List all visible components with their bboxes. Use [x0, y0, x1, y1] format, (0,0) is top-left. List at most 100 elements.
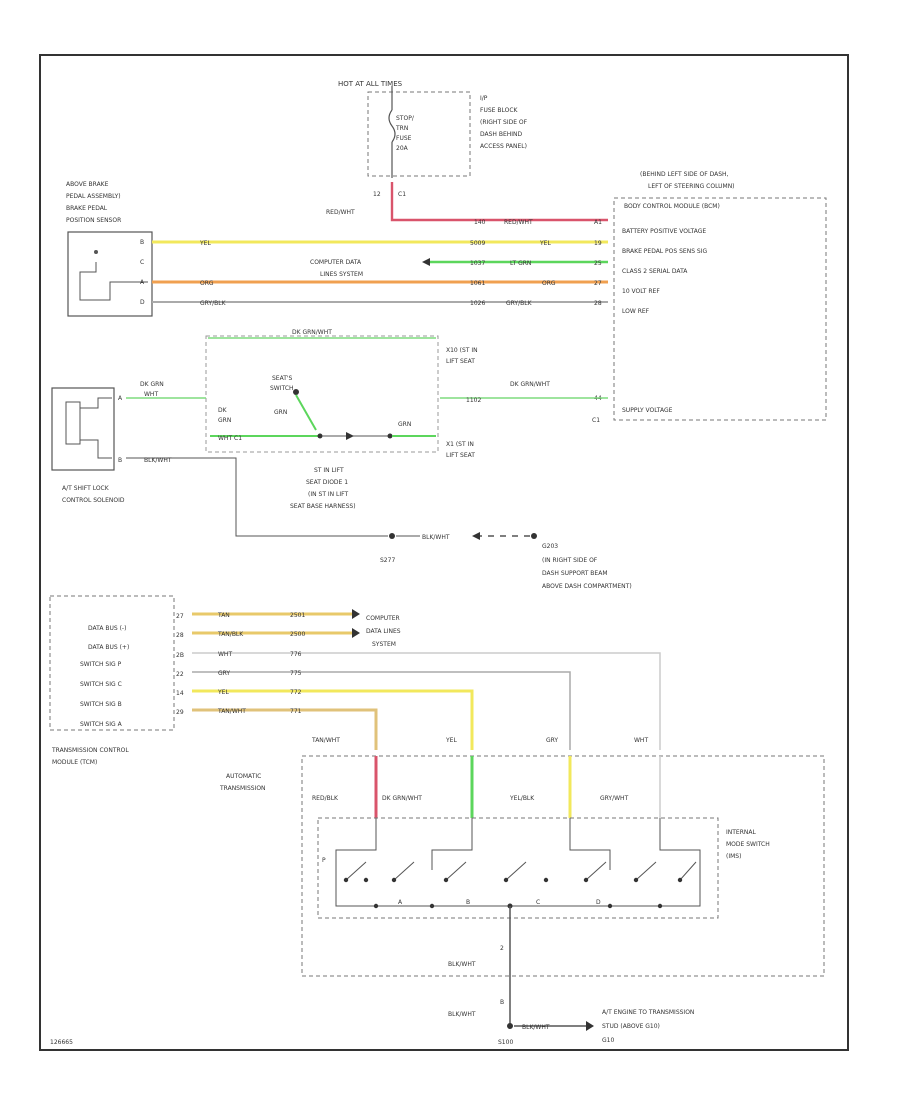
brake-title-line-1: ABOVE BRAKE: [66, 181, 109, 188]
tcm-wire-color-4: YEL: [217, 689, 229, 696]
tcm-circuit-num-2: 776: [290, 651, 302, 658]
bcm-circuit-low-ref: LOW REF: [622, 308, 650, 315]
bcm-supply-conn: C1: [592, 417, 600, 424]
ground-point-icon: [531, 533, 537, 539]
ims-switch-1: [345, 861, 367, 881]
org-label-left: ORG: [200, 280, 214, 287]
dk-grn-wht-top-label: DK GRN/WHT: [292, 329, 332, 336]
red-wht-right-label: RED/WHT: [504, 219, 533, 226]
splice-s277: S277: [380, 557, 395, 564]
solenoid-blk-wht-label: BLK/WHT: [144, 457, 172, 464]
tcm-pin-0: 27: [176, 613, 184, 620]
seat-harness-outline: [205, 335, 439, 453]
seat-switch-section: DK GRN/WHT SEAT'S SWITCH GRN DK GRN WHT …: [205, 329, 608, 510]
seat-desc-line-4: SEAT BASE HARNESS): [290, 503, 356, 510]
fuse-pin: 12: [373, 191, 381, 198]
brake-title-line-4: POSITION SENSOR: [66, 217, 121, 224]
wht-wire-line: [192, 652, 661, 750]
ims-switch-2: [393, 861, 415, 881]
yel-circuit: 5009: [470, 240, 485, 247]
solenoid-lead-1: [80, 397, 112, 409]
trans-title-2: TRANSMISSION: [219, 785, 266, 792]
transmission-control-module: DATA BUS (-) DATA BUS (+) SWITCH SIG P S…: [49, 595, 184, 766]
fuse-block: HOT AT ALL TIMES STOP/ TRN FUSE 20A I/P …: [338, 80, 528, 198]
ims-letter-a: A: [398, 899, 403, 906]
seat-left-label-2: GRN: [218, 417, 231, 424]
seat-contact-2-icon: [387, 433, 393, 439]
tcm-circuit-0: DATA BUS (-): [88, 625, 126, 632]
seat-switch-pivot-icon: [293, 389, 299, 395]
tcm-pin-2: 2B: [176, 652, 184, 659]
ims-switch-6: [635, 861, 657, 881]
tcm-circuit-num-5: 771: [290, 708, 302, 715]
body-control-module: (BEHIND LEFT SIDE OF DASH, LEFT OF STEER…: [592, 171, 827, 424]
seat-contact-1-icon: [317, 433, 323, 439]
tcm-circuit-num-4: 772: [290, 689, 302, 696]
ims-contact-icon: [373, 903, 379, 909]
ims-contact-icon: [503, 877, 509, 883]
brake-pin-a: A: [140, 279, 145, 286]
ground-location-2: DASH SUPPORT BEAM: [542, 570, 608, 577]
ims-switch-4: [505, 861, 527, 881]
brake-sensor-element-icon: [79, 262, 148, 301]
brake-title-line-2: PEDAL ASSEMBLY): [66, 193, 121, 200]
tan-blk-arrow-icon: [352, 628, 360, 638]
seat-desc-line-3: (IN ST IN LIFT: [308, 491, 349, 498]
trans-ground-wire-label: BLK/WHT: [448, 961, 476, 968]
fuse-block-outline: [367, 91, 471, 177]
g10-name: G10: [602, 1037, 614, 1044]
bcm-circuit-10v: 10 VOLT REF: [622, 288, 660, 295]
data-arrow-icon: [422, 258, 430, 266]
transmission-outline: [301, 755, 825, 977]
tcm-wire-color-5: TAN/WHT: [217, 708, 246, 715]
red-wht-wire-line: [390, 182, 608, 222]
trans-top-wire-1: YEL: [445, 737, 457, 744]
ims-contact-icon: [543, 877, 549, 883]
g10-arrow-icon: [586, 1021, 594, 1031]
splice-s100-icon: [507, 1023, 513, 1029]
trans-inner-wire-1: DK GRN/WHT: [382, 795, 422, 802]
ims-contact-icon: [391, 877, 397, 883]
bcm-circuit-battery: BATTERY POSITIVE VOLTAGE: [622, 228, 706, 235]
fuse-name-line-2: TRN: [395, 125, 408, 132]
ims-letter-c: C: [536, 899, 540, 906]
fuse-location-line-2: FUSE BLOCK: [480, 107, 519, 114]
ground-blk-wht-label: BLK/WHT: [422, 534, 450, 541]
gry-wire-line: [192, 671, 571, 750]
tcm-title-2: MODULE (TCM): [52, 759, 97, 766]
fuse-conn: C1: [398, 191, 406, 198]
brake-pin-c: C: [140, 259, 144, 266]
fuse-location-line-5: ACCESS PANEL): [480, 143, 527, 150]
ims-c-line: [569, 818, 611, 870]
yel-wire: YEL 5009 YEL: [152, 240, 608, 247]
ground-location-3: ABOVE DASH COMPARTMENT): [542, 583, 632, 590]
fuse-name-line-1: STOP/: [396, 115, 415, 122]
seat-switch-line-1: SEAT'S: [272, 375, 293, 382]
trans-lower-pin: B: [500, 999, 504, 1006]
bcm-circuit-brake: BRAKE PEDAL POS SENS SIG: [622, 248, 707, 255]
yel-tcm-wire-line: [192, 689, 474, 750]
g10-desc-2: STUD (ABOVE G10): [602, 1023, 660, 1030]
seat-desc-line-2: SEAT DIODE 1: [306, 479, 348, 486]
fuse-element-icon: [388, 109, 396, 143]
tan-arrow-icon: [352, 609, 360, 619]
tcm-circuit-5: SWITCH SIG A: [80, 721, 123, 728]
trans-inner-wire-3: GRY/WHT: [600, 795, 629, 802]
tcm-circuit-num-3: 775: [290, 670, 302, 677]
trans-top-wire-3: WHT: [634, 737, 648, 744]
ims-contact-icon: [363, 877, 369, 883]
ims-b-line: [431, 818, 473, 870]
shift-lock-solenoid: A B DK GRN WHT BLK/WHT A/T SHIFT LOCK CO…: [51, 381, 388, 537]
tcm-circuit-3: SWITCH SIG C: [80, 681, 122, 688]
fuse-name-line-3: FUSE: [396, 135, 412, 142]
ims-contact-icon: [633, 877, 639, 883]
ims-contact-icon: [657, 903, 663, 909]
ims-outline: [317, 817, 719, 919]
ground-location-1: (IN RIGHT SIDE OF: [542, 557, 598, 564]
ims-contact-icon: [429, 903, 435, 909]
red-wht-wire: RED/WHT 140 RED/WHT: [326, 182, 608, 226]
ims-contact-icon: [607, 903, 613, 909]
bcm-supply-label: SUPPLY VOLTAGE: [622, 407, 673, 414]
computer-data-line-2: LINES SYSTEM: [320, 271, 363, 278]
